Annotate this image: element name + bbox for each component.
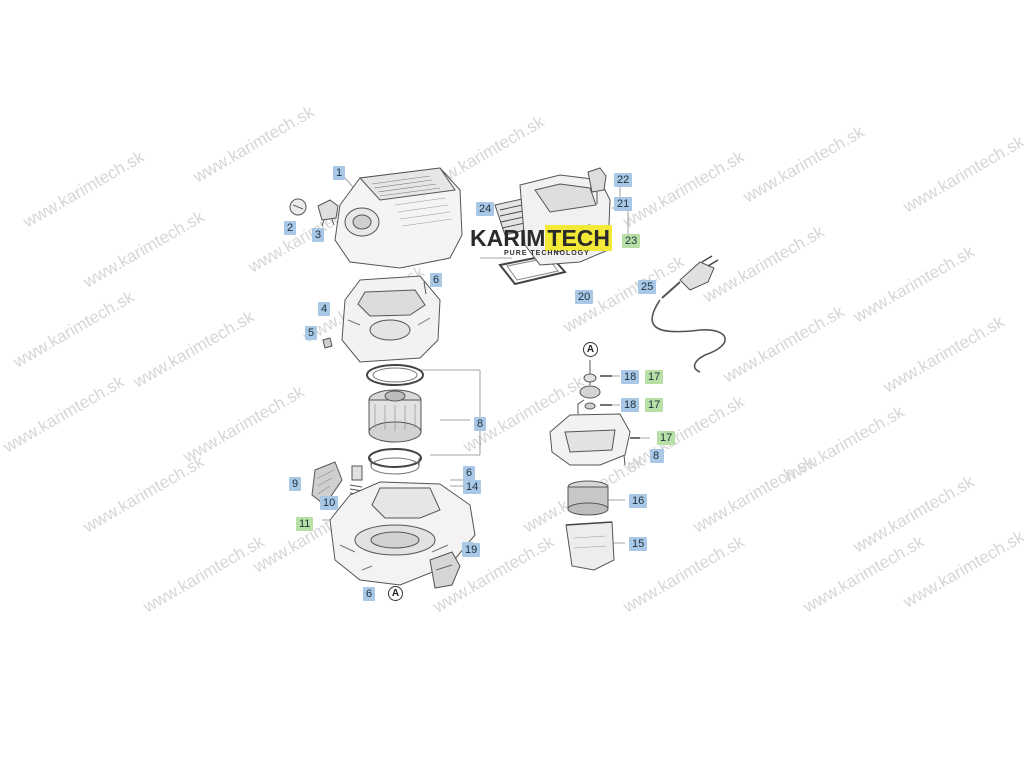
part-label-l24: 24: [476, 202, 495, 216]
part-17-18-pins: [600, 375, 640, 439]
part-label-l6a: 6: [430, 273, 443, 287]
part-label-l4: 4: [318, 302, 331, 316]
part-22-fastener: [587, 167, 607, 204]
part-label-l6d: 6: [363, 587, 376, 601]
logo-text-first: KARIM: [470, 225, 546, 251]
part-2-knob: [289, 198, 307, 216]
part-label-l20: 20: [575, 290, 594, 304]
part-9-side-cover: [311, 461, 343, 506]
logo-tagline: PURE TECHNOLOGY: [504, 250, 590, 257]
part-13-plug: [579, 360, 601, 410]
part-label-l2: 2: [284, 221, 297, 235]
part-label-l17b: 17: [645, 398, 664, 412]
part-5-screw: [322, 337, 333, 349]
part-label-l1: 1: [333, 166, 346, 180]
logo-text-second: TECH: [545, 225, 613, 251]
part-label-l17a: 17: [645, 370, 664, 384]
part-25-power-cord: [651, 255, 726, 373]
brand-logo: KARIMTECH PURE TECHNOLOGY: [470, 225, 613, 257]
part-label-l8a: 8: [474, 417, 487, 431]
part-label-l18a: 18: [621, 370, 640, 384]
callout-cA1: A: [583, 342, 598, 357]
seal-ring: [366, 364, 424, 386]
part-label-l25: 25: [638, 280, 657, 294]
part-label-l6c: 6: [463, 466, 476, 480]
part-16-filter-sleeve: [567, 480, 609, 516]
part-label-l22: 22: [614, 173, 633, 187]
motor-mount-ring: [368, 448, 422, 475]
part-label-l14: 14: [463, 480, 482, 494]
part-label-l15: 15: [629, 537, 648, 551]
part-label-l19: 19: [462, 543, 481, 557]
part-label-l10: 10: [320, 496, 339, 510]
part-label-l18b: 18: [621, 398, 640, 412]
part-label-l16: 16: [629, 494, 648, 508]
part-label-l11: 11: [296, 517, 314, 531]
part-label-l17c: 17: [657, 431, 676, 445]
part-label-l3: 3: [312, 228, 325, 242]
part-1-top-cover: [334, 167, 463, 269]
callout-cA2: A: [388, 586, 403, 601]
part-label-l5: 5: [305, 326, 318, 340]
part-20-filter-frame: [498, 253, 567, 286]
part-15-container: [565, 521, 615, 571]
container-tray: [549, 399, 631, 466]
part-label-l23: 23: [622, 234, 641, 248]
part-label-l9a: 9: [289, 477, 302, 491]
part-8-motor: [368, 389, 422, 443]
part-label-l21: 21: [614, 197, 633, 211]
part-label-l8b: 8: [650, 449, 663, 463]
part-4-motor-housing: [341, 275, 441, 363]
part-19-clip: [429, 551, 461, 589]
part-3-switch: [317, 199, 339, 227]
